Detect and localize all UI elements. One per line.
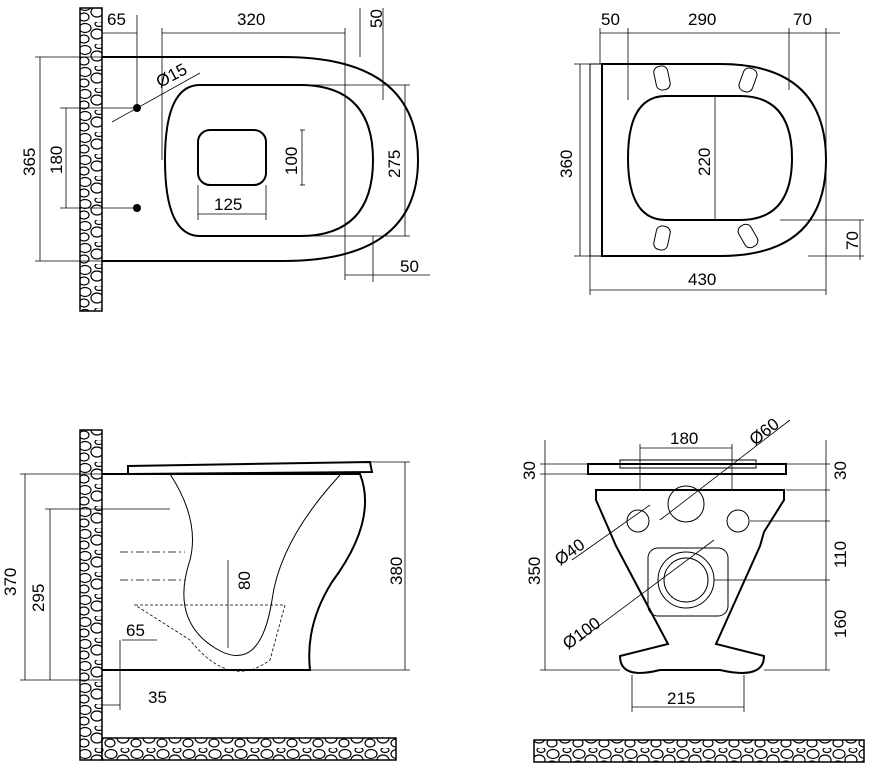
back-seat <box>587 463 787 475</box>
dim-fix-to-outlet: 110 <box>831 541 850 568</box>
seat-hinge <box>589 63 603 257</box>
back-seat-top <box>619 459 757 469</box>
dim-total-height: 370 <box>1 568 20 596</box>
dim-side-outlet-height: 295 <box>29 584 48 612</box>
dim-bowl-height: 380 <box>387 557 406 585</box>
dim-back-offset: 50 <box>601 10 620 29</box>
dim-seat-front-offset: 70 <box>793 10 812 29</box>
dim-seat-depth: 360 <box>557 150 576 178</box>
wall-top-view <box>79 7 103 312</box>
floor-back-view <box>533 739 865 763</box>
dim-hole-diameter: Ø15 <box>153 60 190 92</box>
bowl-outline <box>102 56 420 262</box>
dim-opening: 220 <box>695 148 714 176</box>
bumper-4 <box>737 223 759 249</box>
back-body <box>595 489 785 674</box>
dim-seat-length: 430 <box>688 270 716 289</box>
side-trap <box>169 473 341 657</box>
dim-outlet-diameter: Ø100 <box>559 613 604 653</box>
side-water <box>133 604 286 672</box>
dim-seat-thickness-left: 30 <box>520 461 539 480</box>
dim-trap-depth: 80 <box>235 571 254 590</box>
outlet-opening <box>197 129 267 186</box>
dim-fix-spacing: 180 <box>47 146 66 174</box>
dim-rim-offset: 50 <box>367 9 386 28</box>
dim-inlet-diameter: Ø60 <box>746 414 783 449</box>
dim-length: 320 <box>237 10 265 29</box>
dim-seat-thickness-right: 30 <box>831 461 850 480</box>
dim-outlet-height: 100 <box>282 147 301 175</box>
dim-outlet-width: 125 <box>214 195 242 214</box>
dim-back-total-height: 350 <box>525 557 544 585</box>
back-view: 180 Ø60 30 30 Ø40 350 110 Ø100 160 215 <box>520 414 865 763</box>
dim-trap-offset: 65 <box>126 621 145 640</box>
dim-inner-depth: 275 <box>385 150 404 178</box>
dim-front-offset: 50 <box>400 257 419 276</box>
floor-side-view <box>101 737 397 761</box>
back-inlet <box>667 485 705 523</box>
inner-bowl <box>163 84 375 237</box>
dim-bumper-offset: 70 <box>843 231 862 250</box>
back-outlet-block <box>647 547 729 617</box>
seat-opening <box>626 95 794 221</box>
bumper-3 <box>653 225 671 251</box>
dim-wall-to-fix: 65 <box>107 10 126 29</box>
dim-base-offset: 35 <box>148 688 167 707</box>
wall-side-view <box>79 429 103 761</box>
bumper-1 <box>653 65 671 91</box>
dim-base-width: 215 <box>667 689 695 708</box>
dim-outlet-to-floor: 160 <box>831 610 850 638</box>
dim-fix-diameter: Ø40 <box>551 535 588 569</box>
seat-view: 50 290 70 360 220 70 430 <box>557 10 864 295</box>
top-view: 65 320 50 Ø15 365 180 100 275 125 50 <box>20 7 430 312</box>
back-fix-right <box>726 509 750 533</box>
side-view: 370 295 80 380 65 35 <box>1 429 410 761</box>
dim-overall-depth: 365 <box>20 148 39 176</box>
side-bowl <box>102 473 366 671</box>
bumper-2 <box>738 67 758 93</box>
dim-seat-span: 290 <box>688 10 716 29</box>
back-outlet-inner <box>663 557 709 603</box>
side-seat-lid <box>127 460 374 476</box>
dim-inlet-spacing: 180 <box>670 429 698 448</box>
